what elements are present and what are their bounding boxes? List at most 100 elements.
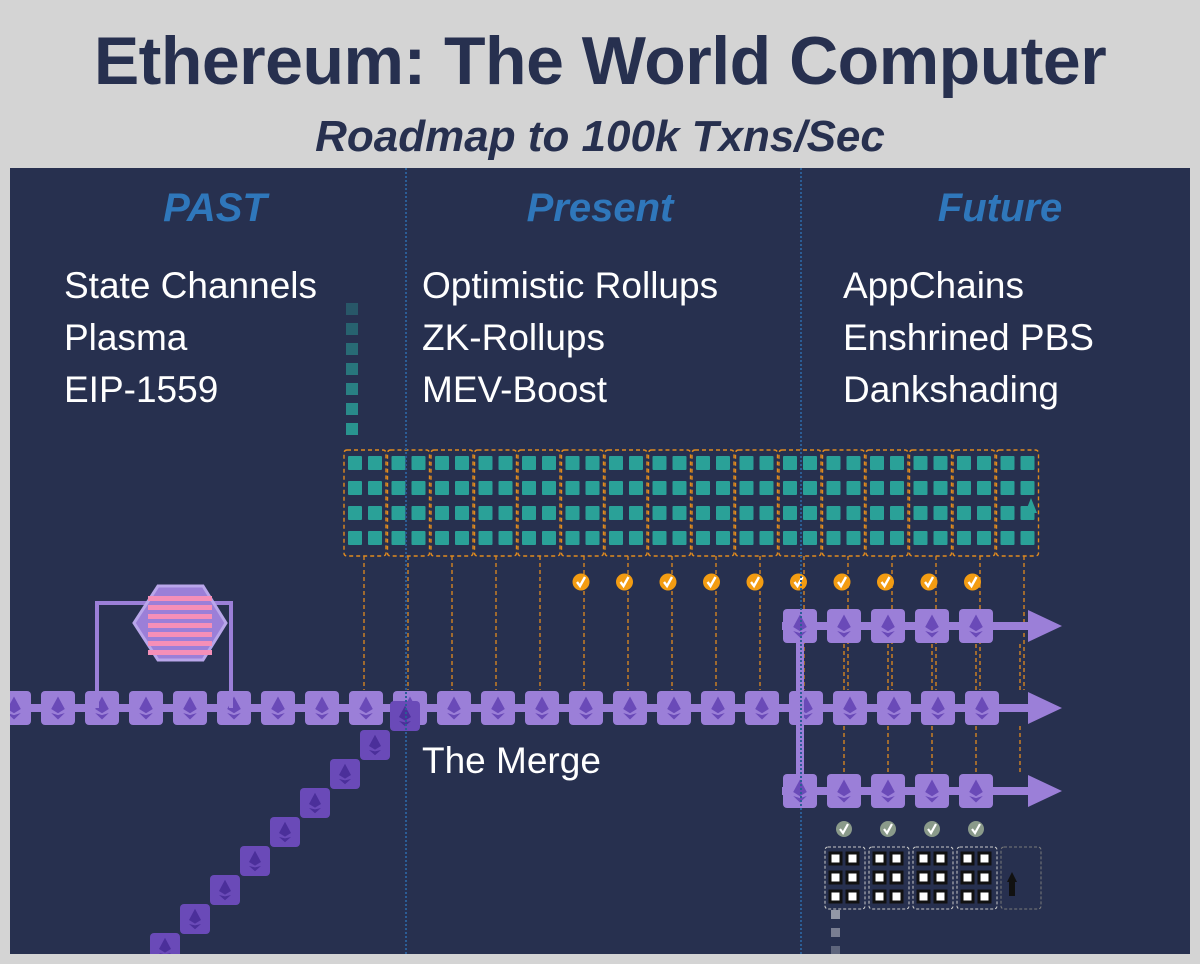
beacon-block: [360, 730, 390, 760]
beacon-block: [701, 691, 735, 725]
check-badge-icon: [836, 821, 852, 837]
rollup-block: [652, 481, 667, 495]
rollup-block: [846, 506, 861, 520]
past-item: EIP-1559: [64, 369, 219, 410]
ethereum-diamond-icon: [881, 631, 895, 638]
rollup-block: [1000, 506, 1015, 520]
rollup-block: [542, 456, 556, 470]
blob-block: [845, 889, 860, 904]
blob-block: [889, 851, 904, 866]
ethereum-diamond-icon: [227, 713, 241, 720]
beacon-block: [569, 691, 603, 725]
rollup-block: [739, 531, 754, 545]
rollup-batch: [560, 449, 605, 557]
check-badge-icon: [790, 573, 807, 591]
plasma-stripe: [148, 614, 212, 619]
beacon-block: [270, 817, 300, 847]
ethereum-diamond-icon: [279, 837, 291, 843]
rollup-block: [629, 506, 643, 520]
rollup-block: [933, 481, 948, 495]
ethereum-diamond-icon: [183, 713, 197, 720]
rollup-block: [652, 531, 667, 545]
ethereum-diamond-icon: [579, 713, 593, 720]
badge-check: [971, 823, 981, 836]
blob-block: [916, 889, 931, 904]
ethereum-diamond-icon: [837, 614, 851, 632]
rollup-block: [346, 403, 358, 415]
ethereum-diamond-icon: [755, 696, 769, 714]
rollup-block: [522, 506, 536, 520]
ethereum-diamond-icon: [925, 779, 939, 797]
era-label-present: Present: [526, 186, 674, 230]
beacon-block: [481, 691, 515, 725]
ethereum-diamond-icon: [975, 696, 989, 714]
rollup-block: [783, 456, 797, 470]
blob-batch: [824, 846, 866, 910]
past-item: State Channels: [64, 265, 318, 306]
blob-block: [977, 889, 992, 904]
beacon-block: [613, 691, 647, 725]
rollup-block: [391, 481, 406, 495]
rollup-block: [565, 506, 580, 520]
check-badge-icon: [968, 821, 984, 837]
check-badge-icon: [703, 573, 720, 591]
ethereum-diamond-icon: [339, 763, 351, 779]
rollup-block: [565, 456, 580, 470]
rollup-block: [933, 506, 948, 520]
rollup-block: [411, 456, 426, 470]
beacon-block: [261, 691, 295, 725]
beacon-block: [871, 609, 905, 643]
rollup-block: [348, 506, 362, 520]
ethereum-diamond-icon: [881, 779, 895, 797]
rollup-block: [977, 481, 991, 495]
ethereum-diamond-icon: [491, 713, 505, 720]
beacon-block: [871, 774, 905, 808]
present-item: MEV-Boost: [422, 369, 608, 410]
rollup-batch: [865, 449, 909, 557]
beacon-block: [437, 691, 471, 725]
rollup-batch: [995, 449, 1040, 557]
beacon-block: [525, 691, 559, 725]
rollup-block: [411, 506, 426, 520]
rollup-block: [716, 506, 730, 520]
ethereum-diamond-icon: [447, 696, 461, 714]
rollup-block: [346, 383, 358, 395]
blob-block: [889, 870, 904, 885]
rollup-block: [957, 531, 971, 545]
present-item: ZK-Rollups: [422, 317, 605, 358]
rollup-block: [585, 506, 600, 520]
badge-check: [837, 576, 848, 589]
rollup-block: [977, 506, 991, 520]
ethereum-diamond-icon: [667, 713, 681, 720]
rollup-block: [455, 481, 469, 495]
beacon-block: [217, 691, 251, 725]
blob-block: [828, 851, 843, 866]
plasma-stripe: [148, 650, 212, 655]
rollup-block: [957, 506, 971, 520]
rollup-block: [585, 456, 600, 470]
beacon-block: [789, 691, 823, 725]
era-label-future: Future: [937, 186, 1063, 230]
blob-block: [933, 870, 948, 885]
merge-label: The Merge: [422, 740, 601, 781]
rollup-block: [542, 531, 556, 545]
rollup-batch: [908, 449, 953, 557]
rollup-block: [368, 481, 382, 495]
ethereum-diamond-icon: [931, 696, 945, 714]
badge-check: [880, 576, 891, 589]
rollup-block: [716, 456, 730, 470]
beacon-block: [150, 933, 180, 954]
rollup-block: [455, 456, 469, 470]
ethereum-diamond-icon: [159, 937, 171, 953]
ethereum-diamond-icon: [359, 713, 373, 720]
ethereum-diamond-icon: [579, 696, 593, 714]
badge-check: [927, 823, 937, 836]
arrow-stem: [1009, 882, 1015, 896]
future-item: AppChains: [843, 265, 1025, 306]
blob-block: [960, 870, 975, 885]
rollup-block: [759, 456, 774, 470]
ethereum-diamond-icon: [189, 908, 201, 924]
badge-check: [839, 823, 849, 836]
beacon-block: [41, 691, 75, 725]
ethereum-diamond-icon: [535, 713, 549, 720]
